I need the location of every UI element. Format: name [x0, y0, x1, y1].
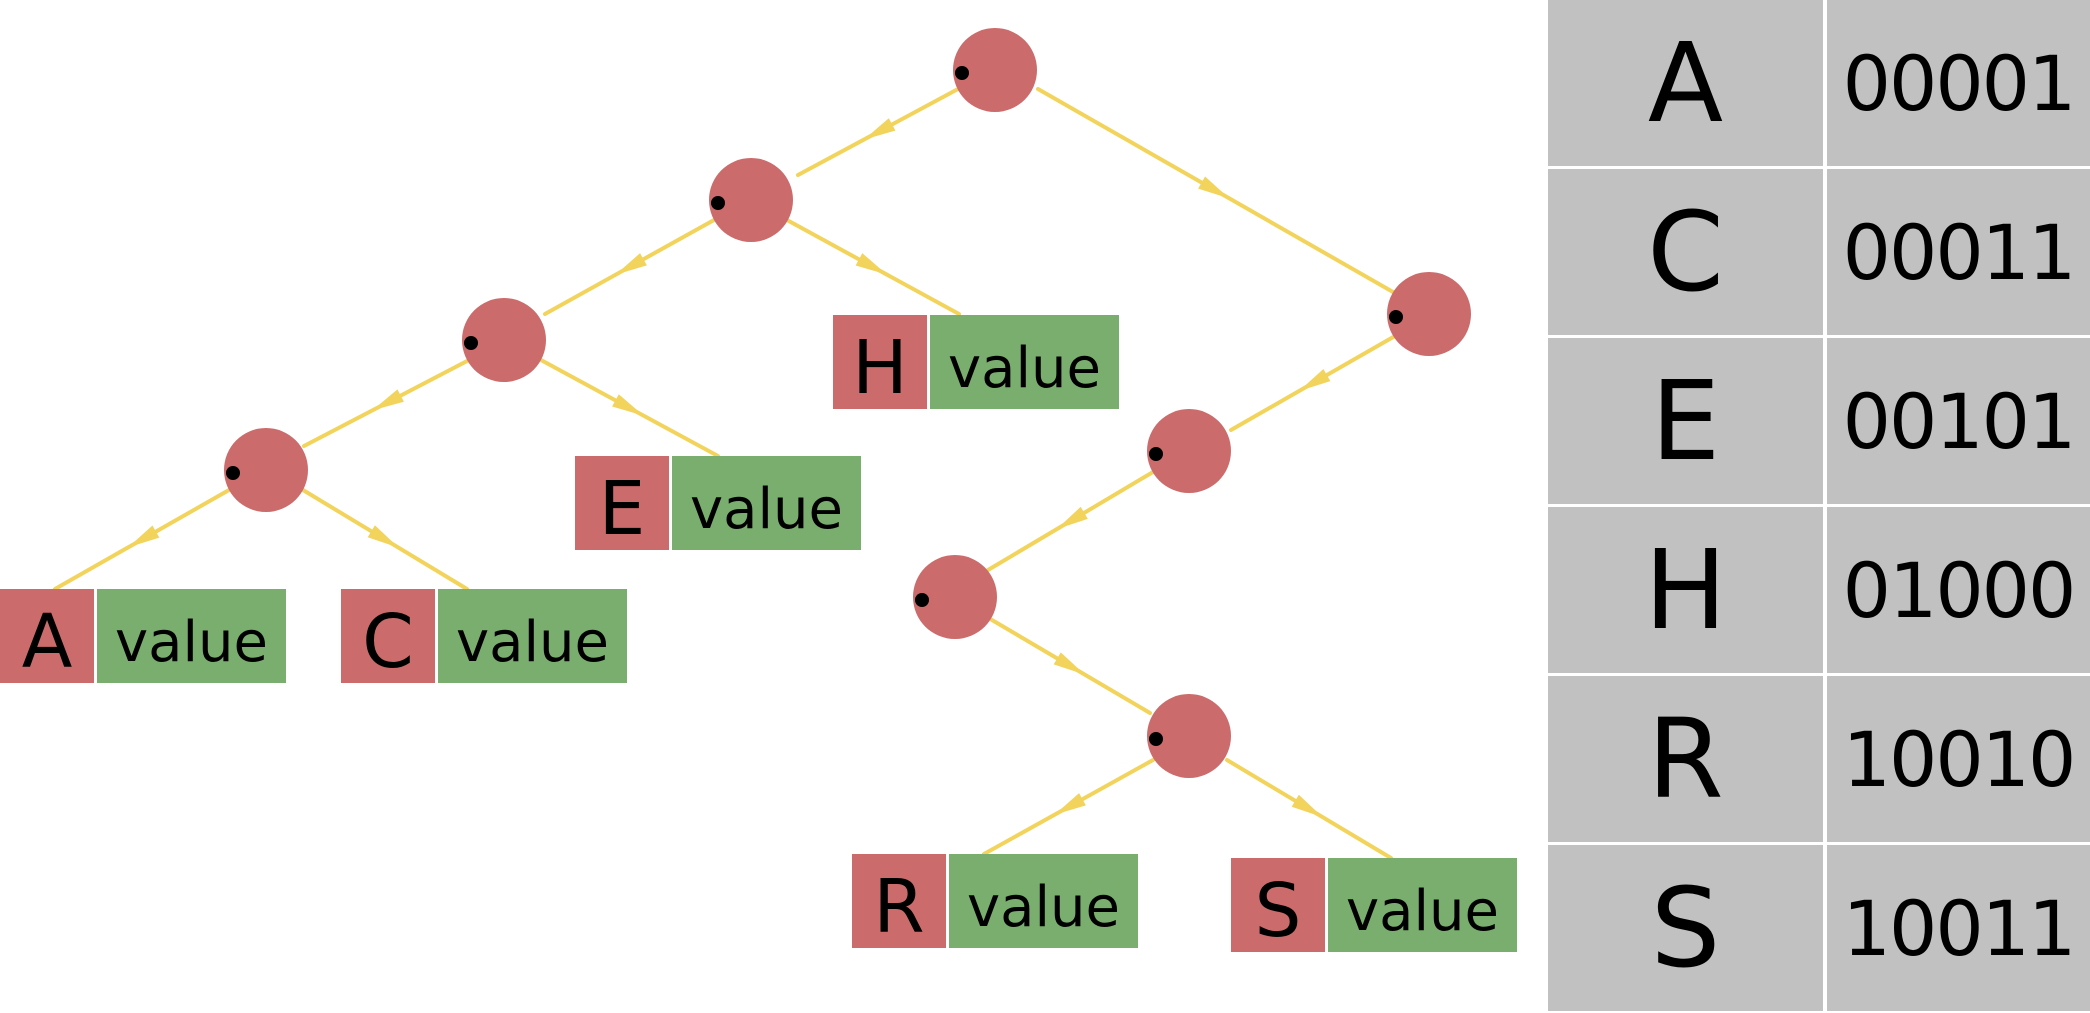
leaf-value: value [672, 456, 861, 550]
internal-node [1147, 409, 1231, 493]
edge-arrowhead [615, 253, 647, 275]
node-pointer-dot [915, 593, 929, 607]
leaf-key: A [0, 589, 94, 683]
code-letter: C [1548, 169, 1823, 335]
code-row-e: E 00101 [1548, 338, 2090, 504]
edge-arrowhead [1291, 794, 1323, 818]
code-bits: 01000 [1827, 507, 2090, 673]
code-bits: 00011 [1827, 169, 2090, 335]
code-letter: E [1548, 338, 1823, 504]
code-letter: R [1548, 676, 1823, 842]
leaf-key: E [575, 456, 669, 550]
code-row-a: A 00001 [1548, 0, 2090, 166]
code-row-h: H 01000 [1548, 507, 2090, 673]
node-pointer-dot [1149, 447, 1163, 461]
leaf-s: S value [1231, 858, 1517, 952]
leaf-value: value [1328, 858, 1517, 952]
leaf-divider [927, 315, 930, 409]
code-row-c: C 00011 [1548, 169, 2090, 335]
node-pointer-dot [711, 196, 725, 210]
code-bits: 10011 [1827, 845, 2090, 1011]
leaf-h: H value [833, 315, 1119, 409]
leaf-divider [946, 854, 949, 948]
edge-arrowhead [372, 389, 404, 411]
internal-node [1387, 272, 1471, 356]
code-bits: 00001 [1827, 0, 2090, 166]
leaf-divider [1325, 858, 1328, 952]
leaf-c: C value [341, 589, 627, 683]
internal-nodes [224, 28, 1471, 778]
node-pointer-dot [464, 336, 478, 350]
leaf-e: E value [575, 456, 861, 550]
leaf-value: value [97, 589, 286, 683]
node-pointer-dot [955, 66, 969, 80]
edge-arrowhead [863, 118, 896, 140]
leaf-divider [669, 456, 672, 550]
internal-node [462, 298, 546, 382]
internal-node [1147, 694, 1231, 778]
code-row-r: R 10010 [1548, 676, 2090, 842]
leaf-value: value [438, 589, 627, 683]
edge-arrowhead [1198, 176, 1230, 199]
edge-arrowhead [1053, 652, 1085, 675]
edge-arrowhead [367, 525, 399, 548]
leaf-key: S [1231, 858, 1325, 952]
code-letter: S [1548, 845, 1823, 1011]
code-table: A 00001 C 00011 E 00101 H 01000 R 10010 … [1548, 0, 2090, 1013]
leaf-value: value [949, 854, 1138, 948]
edge-arrowhead [1056, 506, 1088, 530]
edge-arrowhead [1054, 793, 1086, 815]
leaf-a: A value [0, 589, 286, 683]
edge-arrowhead [612, 394, 644, 416]
internal-node [953, 28, 1037, 112]
leaf-divider [435, 589, 438, 683]
node-pointer-dot [1389, 310, 1403, 324]
leaf-key: R [852, 854, 946, 948]
edge-arrowhead [855, 253, 888, 275]
leaf-key: H [833, 315, 927, 409]
leaf-value: value [930, 315, 1119, 409]
code-bits: 10010 [1827, 676, 2090, 842]
code-letter: A [1548, 0, 1823, 166]
internal-node [913, 555, 997, 639]
node-pointer-dot [1149, 732, 1163, 746]
code-bits: 00101 [1827, 338, 2090, 504]
edges [53, 87, 1397, 860]
edge-arrowhead [1299, 368, 1331, 391]
leaf-divider [94, 589, 97, 683]
leaf-r: R value [852, 854, 1138, 948]
edge-arrowhead [128, 525, 160, 548]
code-letter: H [1548, 507, 1823, 673]
code-row-s: S 10011 [1548, 845, 2090, 1011]
leaf-key: C [341, 589, 435, 683]
internal-node [709, 158, 793, 242]
node-pointer-dot [226, 466, 240, 480]
internal-node [224, 428, 308, 512]
